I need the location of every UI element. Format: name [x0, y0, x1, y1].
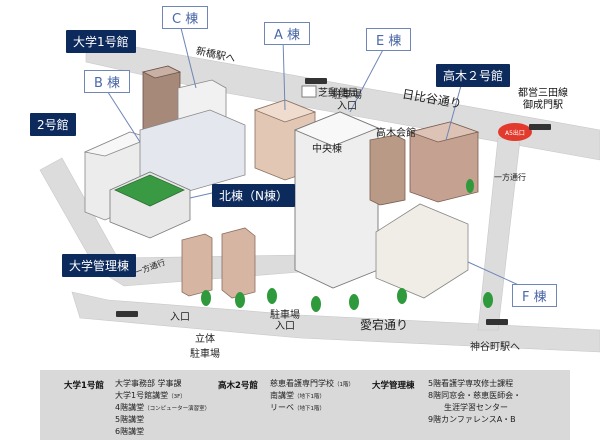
trees: [201, 179, 493, 312]
legend-heading-takagi2: 高木2号館: [218, 381, 258, 391]
label-b: B 棟: [84, 70, 131, 93]
label-parking-entrance-bottom: 駐車場 入口: [270, 310, 300, 332]
label-takagi2: 高木２号館: [436, 64, 511, 87]
legend-line: 5階講堂: [115, 415, 145, 424]
label-parking-tower: 立体 駐車場: [190, 334, 220, 360]
label-f: F 棟: [512, 284, 557, 307]
label-admin: 大学管理棟: [62, 254, 137, 277]
label-a: A 棟: [264, 22, 311, 45]
legend-panel: 大学1号館 大学事務部 学事課 大学1号館講堂（3F） 4階講堂（コンピューター…: [40, 370, 570, 440]
label-kamiyacho: 神谷町駅へ: [470, 342, 520, 353]
building-takagi2: [408, 121, 480, 203]
building-f: [375, 203, 469, 299]
legend-line: 生涯学習センター: [428, 403, 508, 412]
legend-line: 5階看護学専攻修士課程: [428, 379, 514, 388]
label-univ1: 大学1号館: [66, 30, 136, 53]
label-atago: 愛宕通り: [360, 318, 409, 332]
legend-line: 8階同窓会・慈恵医師会・: [428, 391, 522, 400]
pointer-lines: [103, 27, 524, 288]
building-parking: [221, 227, 256, 299]
building-central: [293, 111, 380, 289]
building-takagi-hall: [369, 134, 406, 206]
label-station: 都営三田線 御成門駅: [518, 88, 568, 111]
traffic-lights: [116, 78, 551, 325]
label-central: 中央棟: [312, 144, 342, 155]
label-entrance: 入口: [170, 312, 190, 323]
building-north: [109, 171, 191, 239]
legend-line: 南講堂（地下1階）: [270, 391, 325, 400]
legend-line: リーベ（地下1階）: [270, 403, 325, 412]
label-c: C 棟: [162, 6, 209, 29]
label-oneway-right: 一方通行: [494, 173, 526, 182]
label-north: 北棟（N棟）: [212, 184, 295, 207]
legend-heading-univ1: 大学1号館: [64, 381, 104, 391]
atago-street: [71, 291, 600, 353]
legend-line: 4階講堂（コンピューター演習室）: [115, 403, 211, 412]
label-station-exit: A5出口: [505, 130, 525, 137]
label-e: E 棟: [366, 28, 412, 51]
legend-line: 6階講堂: [115, 427, 145, 436]
legend-line: 9階カンファレンスA・B: [428, 415, 516, 424]
legend-line: 大学事務部 学事課: [115, 379, 182, 388]
station-exit: [498, 123, 532, 141]
label-2goukan: 2号館: [30, 113, 76, 136]
legend-line: 慈恵看護専門学校（1階）: [270, 379, 354, 388]
building-admin: [181, 233, 213, 297]
legend-heading-admin: 大学管理棟: [372, 381, 415, 391]
legend-line: 大学1号館講堂（3F）: [115, 391, 186, 400]
post-office: [301, 85, 317, 98]
label-post-office: 芝郵便局: [318, 88, 358, 99]
label-parking-entrance-top: 駐車場 入口: [332, 90, 362, 112]
label-takagi-hall: 高木会館: [376, 128, 416, 139]
